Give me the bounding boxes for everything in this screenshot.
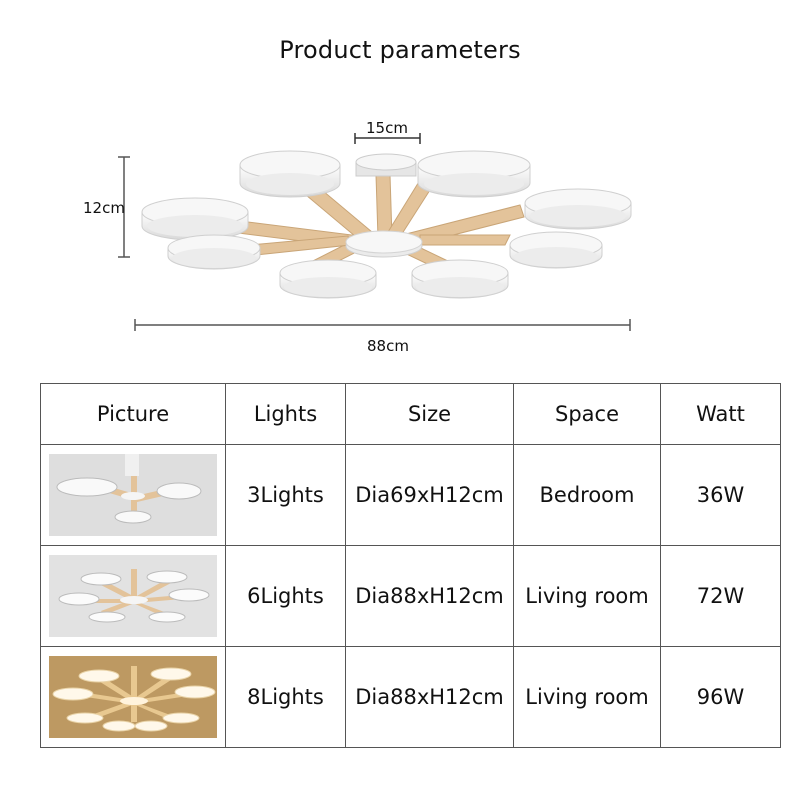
picture-cell (40, 444, 226, 546)
picture-cell (40, 646, 226, 748)
table-row: 3Lights Dia69xH12cm Bedroom 36W (40, 444, 781, 546)
header-watt: Watt (660, 383, 781, 445)
watt-cell: 96W (660, 646, 781, 748)
header-space: Space (513, 383, 661, 445)
watt-cell: 72W (660, 545, 781, 647)
size-cell: Dia88xH12cm (345, 545, 514, 647)
size-cell: Dia69xH12cm (345, 444, 514, 546)
space-cell: Bedroom (513, 444, 661, 546)
table-header-row: Picture Lights Size Space Watt (40, 383, 781, 445)
picture-cell (40, 545, 226, 647)
space-cell: Living room (513, 646, 661, 748)
spec-table: Picture Lights Size Space Watt 3Lights D… (40, 383, 781, 748)
product-diagram: 15cm 12cm 88cm (83, 119, 632, 355)
top-width-label: 15cm (366, 119, 408, 137)
header-lights: Lights (225, 383, 346, 445)
space-cell: Living room (513, 545, 661, 647)
lamp-discs (141, 150, 632, 299)
header-size: Size (345, 383, 514, 445)
size-cell: Dia88xH12cm (345, 646, 514, 748)
thumbnail-6-lights (49, 555, 217, 637)
watt-cell: 36W (660, 444, 781, 546)
thumbnail-8-lights (49, 656, 217, 738)
page-title: Product parameters (279, 36, 521, 64)
table-row: 8Lights Dia88xH12cm Living room 96W (40, 646, 781, 748)
header-picture: Picture (40, 383, 226, 445)
height-label: 12cm (83, 199, 125, 217)
diameter-label: 88cm (367, 337, 409, 355)
table-row: 6Lights Dia88xH12cm Living room 72W (40, 545, 781, 647)
lights-cell: 8Lights (225, 646, 346, 748)
lights-cell: 6Lights (225, 545, 346, 647)
lights-cell: 3Lights (225, 444, 346, 546)
thumbnail-3-lights (49, 454, 217, 536)
